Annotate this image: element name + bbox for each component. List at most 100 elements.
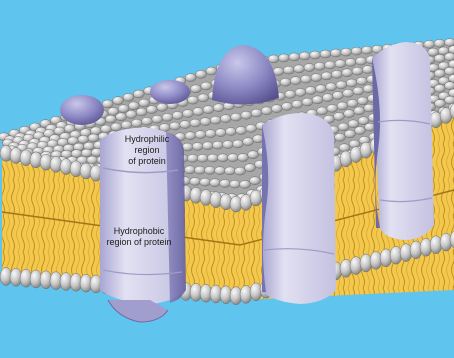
phospholipid-head xyxy=(351,47,362,55)
phospholipid-head xyxy=(344,110,355,118)
phospholipid-head xyxy=(337,102,348,110)
phospholipid-head xyxy=(345,58,356,66)
phospholipid-head xyxy=(317,107,328,115)
phospholipid-head xyxy=(200,118,211,126)
phospholipid-head xyxy=(335,133,346,141)
hydrophobic-region-label: Hydrophobic region of protein xyxy=(100,226,178,248)
phospholipid-head xyxy=(220,179,231,187)
phospholipid-head xyxy=(295,88,306,96)
phospholipid-head xyxy=(180,121,191,129)
phospholipid-head xyxy=(279,54,290,62)
phospholipid-head xyxy=(445,67,454,75)
phospholipid-head xyxy=(146,106,157,114)
phospholipid-head xyxy=(285,90,296,98)
phospholipid-head xyxy=(271,105,282,113)
phospholipid-head xyxy=(131,119,142,127)
phospholipid-head xyxy=(292,100,303,108)
phospholipid-head xyxy=(245,164,256,172)
phospholipid-head xyxy=(346,79,357,87)
phospholipid-head xyxy=(356,77,367,85)
phospholipid-head xyxy=(102,100,113,108)
phospholipid-head xyxy=(363,85,374,93)
phospholipid-head xyxy=(434,69,445,77)
phospholipid-head xyxy=(336,81,347,89)
phospholipid-head xyxy=(205,130,216,138)
phospholipid-head xyxy=(183,110,194,118)
phospholipid-head xyxy=(357,97,368,105)
phospholipid-head xyxy=(283,66,294,74)
phospholipid-head xyxy=(200,178,211,186)
peripheral-protein-left xyxy=(60,95,104,125)
phospholipid-head xyxy=(157,103,168,111)
transmembrane-protein-middle xyxy=(262,113,336,304)
phospholipid-head xyxy=(326,83,337,91)
phospholipid-head xyxy=(185,166,196,174)
phospholipid-head xyxy=(207,154,218,162)
phospholipid-head xyxy=(311,74,322,82)
phospholipid-head xyxy=(210,116,221,124)
phospholipid-head xyxy=(235,167,246,175)
phospholipid-head xyxy=(434,54,445,62)
phospholipid-head xyxy=(354,107,365,115)
phospholipid-head xyxy=(121,121,132,129)
phospholipid-head xyxy=(312,96,323,104)
phospholipid-head xyxy=(316,85,327,93)
phospholipid-head xyxy=(128,102,139,110)
phospholipid-head xyxy=(434,84,445,92)
phospholipid-head xyxy=(445,96,454,104)
phospholipid-head xyxy=(81,149,92,157)
phospholipid-head xyxy=(341,48,352,56)
phospholipid-head xyxy=(325,61,336,69)
hydrophilic-region-label: Hydrophilic region of protein xyxy=(118,134,176,167)
phospholipid-head xyxy=(196,70,207,78)
phospholipid-head xyxy=(225,167,236,175)
phospholipid-head xyxy=(445,53,454,61)
hydrophobic-label-line-1: Hydrophobic xyxy=(100,226,178,237)
phospholipid-head xyxy=(220,115,231,123)
phospholipid-head xyxy=(314,62,325,70)
phospholipid-head xyxy=(111,123,122,131)
phospholipid-head xyxy=(335,60,346,68)
phospholipid-head xyxy=(246,124,257,132)
phospholipid-head xyxy=(217,154,228,162)
phospholipid-head xyxy=(347,99,358,107)
phospholipid-head xyxy=(136,108,147,116)
phospholipid-head xyxy=(282,102,293,110)
phospholipid-head xyxy=(233,140,244,148)
phospholipid-head xyxy=(236,127,247,135)
phospholipid-head xyxy=(142,117,153,125)
phospholipid-head xyxy=(249,177,260,185)
phospholipid-head xyxy=(304,64,315,72)
phospholipid-head xyxy=(195,166,206,174)
phospholipid-head xyxy=(190,177,201,185)
phospholipid-head xyxy=(445,82,454,90)
phospholipid-head xyxy=(215,129,226,137)
phospholipid-head xyxy=(290,77,301,85)
phospholipid-head xyxy=(213,104,224,112)
phospholipid-head xyxy=(268,55,279,63)
phospholipid-head xyxy=(435,100,446,108)
phospholipid-head xyxy=(356,57,367,65)
phospholipid-head xyxy=(223,141,234,149)
phospholipid-head xyxy=(228,154,239,162)
phospholipid-head xyxy=(231,113,242,121)
phospholipid-head xyxy=(87,156,98,164)
phospholipid-head xyxy=(152,115,163,123)
phospholipid-head xyxy=(251,109,262,117)
transmembrane-protein-right xyxy=(372,42,434,240)
phospholipid-head xyxy=(197,154,208,162)
phospholipid-head xyxy=(88,134,99,142)
phospholipid-head xyxy=(188,96,199,104)
phospholipid-head xyxy=(230,180,241,188)
phospholipid-head xyxy=(261,107,272,115)
phospholipid-head xyxy=(139,99,150,107)
phospholipid-head xyxy=(198,94,209,102)
phospholipid-head xyxy=(240,180,251,188)
phospholipid-head xyxy=(195,131,206,139)
phospholipid-head xyxy=(305,87,316,95)
phospholipid-head xyxy=(225,128,236,136)
phospholipid-head xyxy=(193,108,204,116)
phospholipid-head xyxy=(299,52,310,60)
phospholipid-head xyxy=(202,142,213,150)
